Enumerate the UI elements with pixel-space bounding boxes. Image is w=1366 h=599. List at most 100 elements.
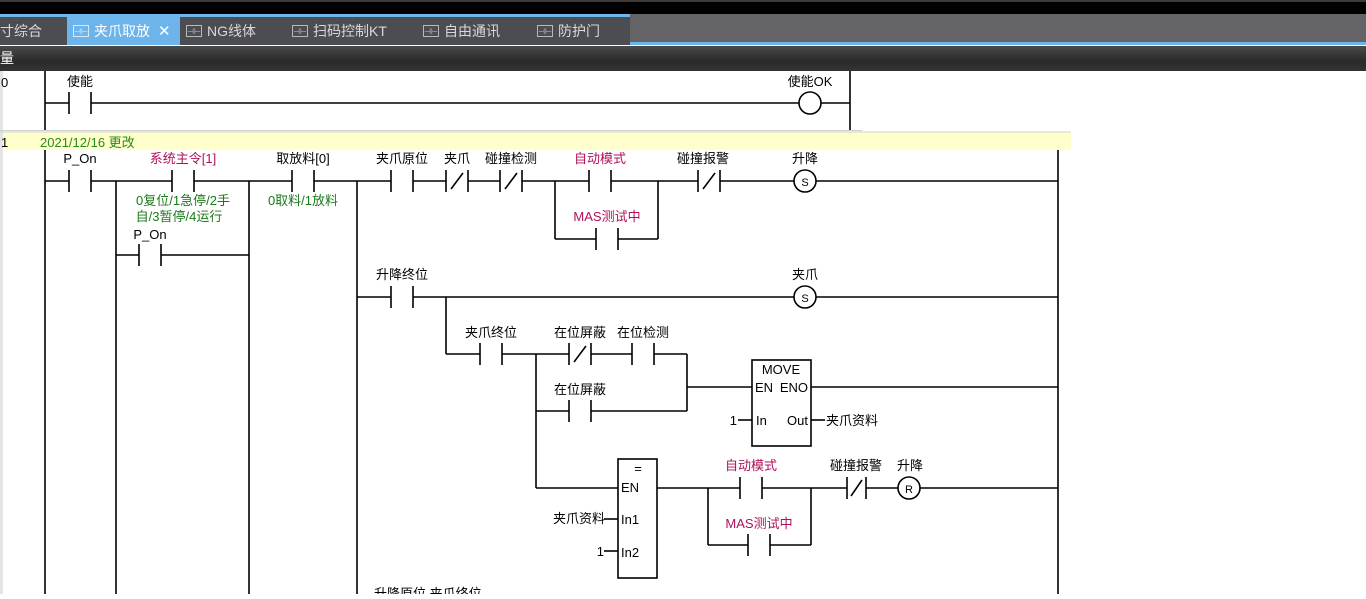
variable-comment: 自/3暂停/4运行 — [136, 209, 223, 224]
program-tabs: 寸综合 ⊣⊢ 夹爪取放 ✕ ⊣⊢ NG线体 ⊣⊢ 扫码控制KT ⊣⊢ 自由通讯 … — [0, 14, 630, 45]
contact-mas-testing-2[interactable]: MAS测试中 — [725, 516, 793, 556]
contact-auto-mode-2[interactable]: 自动模式 — [725, 458, 777, 499]
svg-text:碰撞检测: 碰撞检测 — [485, 151, 537, 166]
contact-collision-alarm-2-nc[interactable]: 碰撞报警 — [830, 458, 882, 499]
contact-label: 使能 — [67, 74, 93, 89]
panel-header-label: 量 — [0, 50, 14, 66]
ladder-icon: ⊣⊢ — [186, 25, 202, 37]
ladder-editor[interactable]: .w{stroke:#000;stroke-width:1.6;fill:non… — [0, 71, 1366, 599]
gutter — [0, 71, 3, 594]
rung-1[interactable]: 1 2021/12/16 更改 P_On 系统主令[1] 0复位/1急停/2手 … — [0, 131, 1071, 599]
svg-text:自动模式: 自动模式 — [725, 458, 777, 473]
ladder-icon: ⊣⊢ — [537, 25, 553, 37]
move-out-variable[interactable]: 夹爪资料 — [826, 413, 878, 428]
contact-mas-testing[interactable]: MAS测试中 — [573, 209, 641, 250]
rung-number: 1 — [1, 135, 8, 150]
svg-text:取放料[0]: 取放料[0] — [276, 151, 329, 166]
tab-gripper-pick-place[interactable]: ⊣⊢ 夹爪取放 ✕ — [67, 17, 180, 45]
contact-collision-alarm-nc[interactable]: 碰撞报警 — [677, 151, 729, 192]
svg-text:夹爪: 夹爪 — [444, 151, 470, 166]
coil-lift-set[interactable]: S 升降 — [792, 151, 818, 193]
equal-function-block[interactable]: = EN In1 In2 — [617, 458, 658, 579]
svg-text:S: S — [801, 293, 808, 305]
svg-text:S: S — [801, 177, 808, 189]
svg-text:P_On: P_On — [63, 151, 96, 166]
svg-text:ENO: ENO — [780, 380, 808, 395]
close-icon[interactable]: ✕ — [158, 23, 171, 40]
eq-in2-value[interactable]: 1 — [597, 544, 604, 559]
tab-label: 夹爪取放 — [94, 23, 150, 39]
svg-text:自动模式: 自动模式 — [574, 151, 626, 166]
contact-pick-place[interactable]: 取放料[0] 0取料/1放料 — [268, 151, 338, 208]
contact-gripper-home[interactable]: 夹爪原位 — [376, 151, 428, 192]
svg-text:碰撞报警: 碰撞报警 — [677, 151, 729, 166]
contact-inpos-detect[interactable]: 在位检测 — [617, 325, 669, 365]
rung-comment-bg — [3, 132, 1071, 150]
svg-text:=: = — [634, 461, 642, 476]
rung-comment[interactable]: 2021/12/16 更改 — [40, 135, 135, 150]
contact-gripper-end[interactable]: 夹爪终位 — [465, 325, 517, 365]
window-top-bar — [0, 0, 1366, 14]
tab-label: 自由通讯 — [444, 23, 500, 39]
ladder-icon: ⊣⊢ — [73, 25, 89, 37]
svg-text:在位屏蔽: 在位屏蔽 — [554, 382, 606, 397]
tab-scan-control[interactable]: ⊣⊢ 扫码控制KT — [286, 17, 417, 45]
coil[interactable]: 使能OK — [788, 74, 833, 115]
svg-text:MOVE: MOVE — [762, 362, 801, 377]
svg-text:升降: 升降 — [897, 458, 923, 473]
svg-text:In: In — [756, 413, 767, 428]
tab-strip: 寸综合 ⊣⊢ 夹爪取放 ✕ ⊣⊢ NG线体 ⊣⊢ 扫码控制KT ⊣⊢ 自由通讯 … — [0, 14, 1366, 45]
contact-no[interactable]: 使能 — [67, 74, 93, 114]
svg-text:在位检测: 在位检测 — [617, 325, 669, 340]
contact-lift-end[interactable]: 升降终位 — [376, 267, 428, 308]
tab-free-comm[interactable]: ⊣⊢ 自由通讯 — [417, 17, 531, 45]
svg-text:EN: EN — [755, 380, 773, 395]
contact-p-on-2[interactable]: P_On — [133, 227, 167, 266]
svg-text:EN: EN — [621, 480, 639, 495]
svg-text:升降: 升降 — [792, 151, 818, 166]
contact-auto-mode[interactable]: 自动模式 — [574, 151, 626, 192]
ladder-diagram[interactable]: .w{stroke:#000;stroke-width:1.6;fill:non… — [0, 71, 1366, 599]
contact-system-command[interactable]: 系统主令[1] 0复位/1急停/2手 自/3暂停/4运行 — [136, 151, 230, 224]
tab-guard-door[interactable]: ⊣⊢ 防护门 — [531, 17, 630, 45]
svg-text:夹爪终位: 夹爪终位 — [465, 325, 517, 340]
svg-text:Out: Out — [787, 413, 808, 428]
svg-text:R: R — [905, 484, 913, 496]
tab-ng-line[interactable]: ⊣⊢ NG线体 — [180, 17, 286, 45]
variable-comment: 0复位/1急停/2手 — [136, 193, 230, 208]
svg-text:In1: In1 — [621, 512, 639, 527]
contact-collision-detect-nc[interactable]: 碰撞检测 — [485, 151, 537, 192]
tab-strip-accent — [630, 42, 1366, 45]
rung-number: 0 — [1, 75, 8, 90]
tab-label: 扫码控制KT — [313, 23, 387, 39]
svg-text:MAS测试中: MAS测试中 — [725, 516, 792, 531]
svg-text:碰撞报警: 碰撞报警 — [830, 458, 882, 473]
tab-label: NG线体 — [207, 23, 256, 39]
coil-lift-reset[interactable]: R 升降 — [897, 458, 923, 500]
tab-label: 寸综合 — [0, 23, 42, 39]
svg-text:系统主令[1]: 系统主令[1] — [150, 151, 216, 166]
ladder-icon: ⊣⊢ — [292, 25, 308, 37]
rung-0[interactable]: 0 使能 使能OK — [0, 71, 862, 131]
svg-text:MAS测试中: MAS测试中 — [573, 209, 640, 224]
tab-label: 防护门 — [558, 23, 600, 39]
contact-p-on[interactable]: P_On — [63, 151, 97, 192]
contact-gripper-nc[interactable]: 夹爪 — [444, 151, 470, 192]
svg-text:夹爪原位: 夹爪原位 — [376, 151, 428, 166]
contact-inpos-mask-2[interactable]: 在位屏蔽 — [554, 382, 606, 422]
contact-inpos-mask-nc[interactable]: 在位屏蔽 — [554, 325, 606, 365]
tab-size-summary[interactable]: 寸综合 — [0, 17, 67, 45]
variable-comment: 0取料/1放料 — [268, 193, 338, 208]
eq-in1-variable[interactable]: 夹爪资料 — [553, 511, 605, 526]
panel-header: 量 — [0, 46, 1366, 71]
move-function-block[interactable]: MOVE EN ENO In Out — [751, 359, 812, 447]
move-in-value[interactable]: 1 — [730, 413, 737, 428]
svg-text:In2: In2 — [621, 545, 639, 560]
next-branch-labels: 升降原位 夹爪终位 — [374, 586, 482, 594]
svg-text:夹爪: 夹爪 — [792, 267, 818, 282]
ladder-icon: ⊣⊢ — [423, 25, 439, 37]
svg-text:P_On: P_On — [133, 227, 166, 242]
coil-gripper-set[interactable]: S 夹爪 — [792, 267, 818, 309]
coil-label: 使能OK — [788, 74, 833, 89]
svg-text:在位屏蔽: 在位屏蔽 — [554, 325, 606, 340]
